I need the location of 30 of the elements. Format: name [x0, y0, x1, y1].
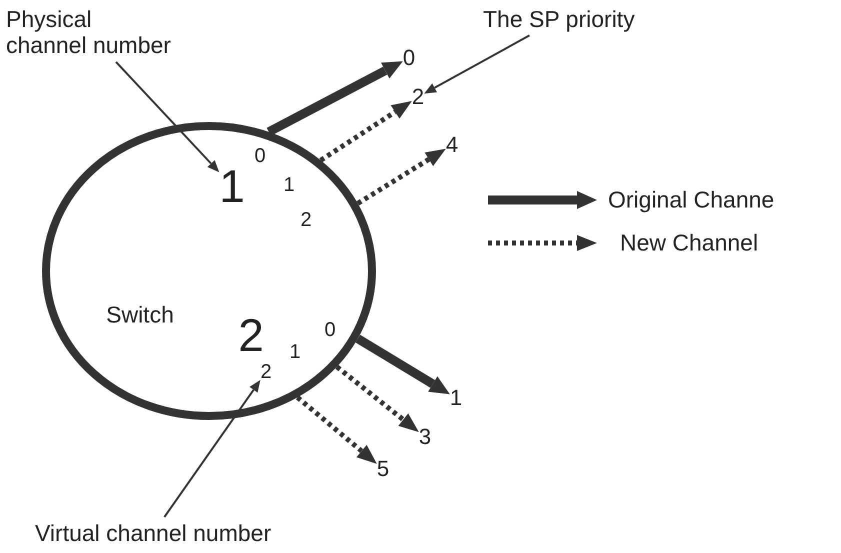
channel-number: 0	[324, 320, 336, 340]
channel-number: 2	[260, 362, 272, 382]
switch-circle	[42, 122, 376, 420]
channel-number: 1	[289, 342, 301, 362]
port-number: 1	[219, 163, 245, 209]
priority-number: 2	[412, 86, 424, 108]
arrow	[296, 395, 377, 464]
priority-number: 4	[446, 134, 458, 156]
port-number: 2	[238, 312, 264, 358]
channel-number: 0	[254, 146, 266, 166]
channel-number: 2	[300, 210, 312, 230]
arrow	[266, 61, 403, 136]
arrow	[356, 148, 446, 206]
leader-line	[164, 380, 260, 518]
leader-line	[115, 61, 220, 172]
channel-number: 1	[283, 175, 295, 195]
priority-number: 0	[402, 47, 416, 69]
priority-number: 3	[418, 426, 432, 448]
leader-line	[424, 34, 530, 94]
priority-number: 1	[450, 387, 462, 409]
legend-label: New Channel	[620, 232, 758, 254]
arrow	[355, 334, 450, 394]
arrow	[335, 364, 419, 432]
legend-label: Original Channe	[608, 188, 774, 212]
annotation-label: Virtual channel number	[35, 520, 272, 546]
switch-label: Switch	[106, 304, 174, 326]
annotation-label: Physical channel number	[6, 6, 171, 59]
arrow	[319, 101, 412, 162]
priority-number: 5	[376, 458, 390, 480]
annotation-label: The SP priority	[483, 6, 635, 32]
